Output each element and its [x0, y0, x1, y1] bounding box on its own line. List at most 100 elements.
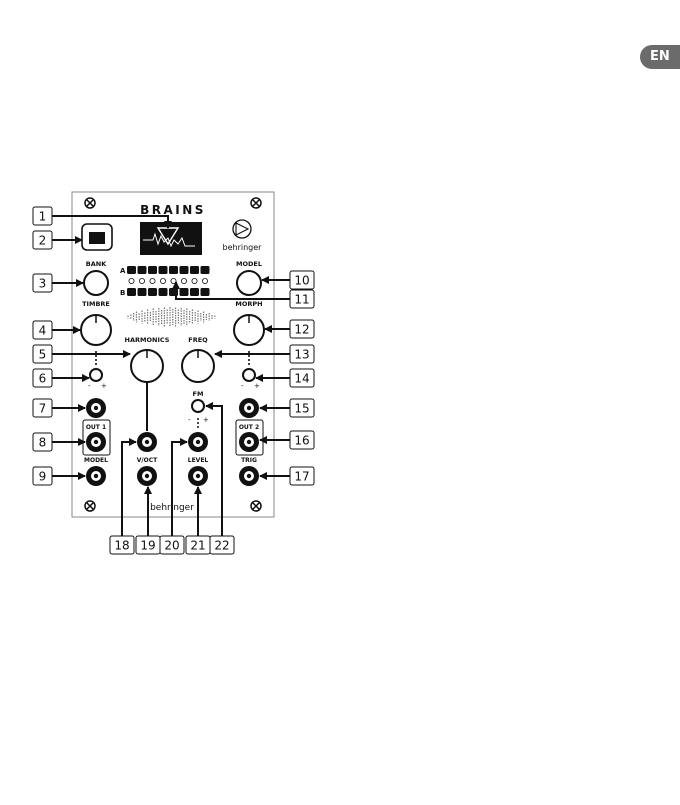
fm-cv-jack[interactable] [188, 432, 208, 452]
freq-label: FREQ [188, 336, 208, 344]
model-led [160, 278, 165, 283]
bank-label: BANK [86, 260, 107, 268]
svg-text:10: 10 [294, 274, 309, 288]
model-bottom-label: MODEL [84, 457, 108, 464]
oled-display [140, 222, 202, 255]
model-led [202, 278, 207, 283]
trig-jack[interactable] [239, 466, 259, 486]
model-icon-a [138, 266, 147, 274]
screw-top-right [251, 198, 261, 208]
svg-text:6: 6 [39, 372, 47, 386]
timbre-atten-plus: + [101, 382, 107, 390]
model-icon-a [190, 266, 199, 274]
model-icon-a [169, 266, 178, 274]
callout-10: 10 [290, 271, 314, 289]
callout-18: 18 [110, 536, 134, 554]
svg-text:2: 2 [39, 234, 47, 248]
callout-3: 3 [33, 274, 52, 292]
harmonics-cv-jack[interactable] [137, 432, 157, 452]
model-icon-a [201, 266, 210, 274]
callout-16: 16 [290, 431, 314, 449]
callout-5: 5 [33, 345, 52, 363]
callout-12: 12 [290, 320, 314, 338]
model-icon-a [159, 266, 168, 274]
model-icon-b [138, 288, 147, 296]
svg-text:11: 11 [294, 293, 309, 307]
level-jack[interactable] [188, 466, 208, 486]
svg-text:18: 18 [114, 539, 129, 553]
harmonics-knob[interactable] [131, 350, 163, 382]
callout-21: 21 [186, 536, 210, 554]
svg-text:19: 19 [140, 539, 155, 553]
svg-text:20: 20 [164, 539, 179, 553]
model-icon-b [148, 288, 157, 296]
morph-label: MORPH [235, 300, 262, 308]
callout-9: 9 [33, 467, 52, 485]
screw-bottom-left [85, 501, 95, 511]
svg-text:1: 1 [39, 210, 47, 224]
svg-text:21: 21 [190, 539, 205, 553]
model-led [129, 278, 134, 283]
model-led [139, 278, 144, 283]
model-icon-a [180, 266, 189, 274]
callout-15: 15 [290, 399, 314, 417]
out2-jack[interactable] [239, 432, 259, 452]
out1-jack[interactable] [86, 432, 106, 452]
svg-text:4: 4 [39, 324, 47, 338]
svg-text:16: 16 [294, 434, 309, 448]
out2-label: OUT 2 [239, 424, 259, 431]
model-icon-b [201, 288, 210, 296]
row-b-label: B [120, 289, 125, 297]
fm-label: FM [193, 390, 204, 398]
bank-knob[interactable] [84, 271, 108, 295]
voct-label: V/OCT [137, 457, 158, 464]
timbre-cv-jack[interactable] [86, 398, 106, 418]
panel-title: BRAINS [140, 203, 206, 217]
morph-attenuverter[interactable] [243, 369, 255, 381]
callout-17: 17 [290, 467, 314, 485]
svg-text:9: 9 [39, 470, 47, 484]
callout-2: 2 [33, 231, 52, 249]
callout-14: 14 [290, 369, 314, 387]
svg-text:3: 3 [39, 277, 47, 291]
morph-knob[interactable] [234, 315, 264, 345]
timbre-label: TIMBRE [82, 300, 110, 308]
model-knob[interactable] [237, 271, 261, 295]
harmonics-label: HARMONICS [125, 336, 170, 344]
screw-bottom-right [251, 501, 261, 511]
model-icon-a [127, 266, 136, 274]
morph-cv-jack[interactable] [239, 398, 259, 418]
callout-1: 1 [33, 207, 52, 225]
svg-text:7: 7 [39, 402, 47, 416]
svg-text:8: 8 [39, 436, 47, 450]
voct-jack[interactable] [137, 466, 157, 486]
callout-13: 13 [290, 345, 314, 363]
level-label: LEVEL [188, 457, 209, 464]
callout-6: 6 [33, 369, 52, 387]
callout-22: 22 [210, 536, 234, 554]
trig-label: TRIG [241, 457, 257, 464]
fm-atten-plus: + [203, 416, 209, 424]
model-icon-b [127, 288, 136, 296]
model-icon-a [148, 266, 157, 274]
svg-text:14: 14 [294, 372, 309, 386]
out1-label: OUT 1 [86, 424, 106, 431]
fm-attenuverter[interactable] [192, 400, 204, 412]
svg-text:15: 15 [294, 402, 309, 416]
freq-knob[interactable] [182, 350, 214, 382]
screw-top-left [85, 198, 95, 208]
timbre-attenuverter[interactable] [90, 369, 102, 381]
model-top-label: MODEL [236, 260, 262, 268]
model-cv-jack[interactable] [86, 466, 106, 486]
model-icon-b [190, 288, 199, 296]
morph-atten-plus: + [254, 382, 260, 390]
callout-20: 20 [160, 536, 184, 554]
svg-text:17: 17 [294, 470, 309, 484]
svg-text:12: 12 [294, 323, 309, 337]
brand-logo-text: behringer [223, 243, 263, 252]
timbre-knob[interactable] [81, 315, 111, 345]
svg-text:13: 13 [294, 348, 309, 362]
callout-11: 11 [290, 290, 314, 308]
model-led [181, 278, 186, 283]
